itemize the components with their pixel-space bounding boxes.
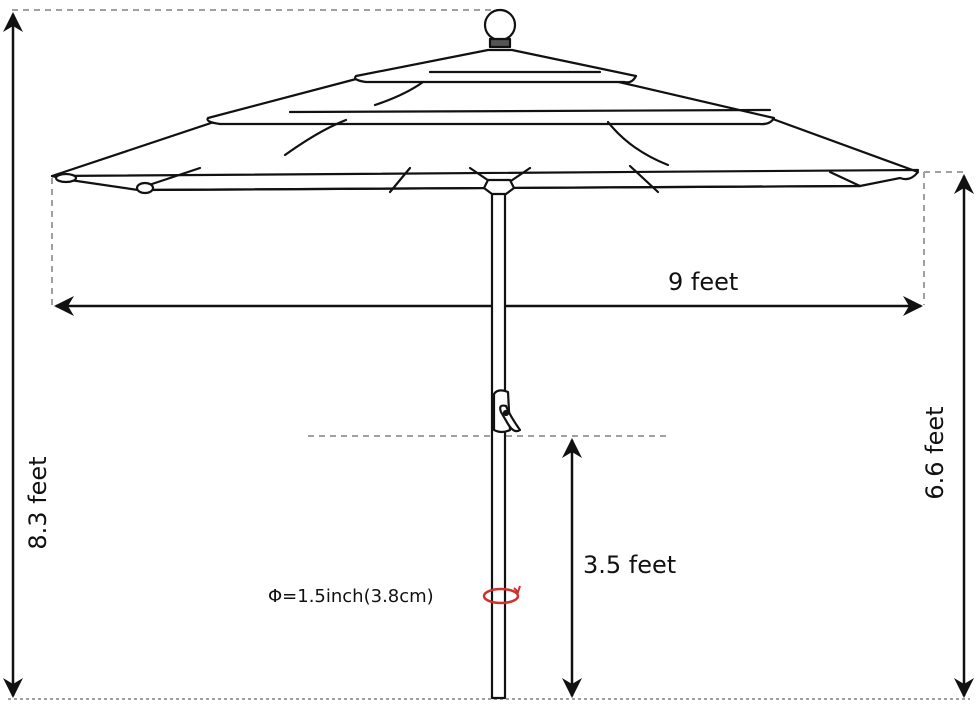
finial-ball-icon [483,8,517,42]
dimension-arrows [3,11,974,698]
upper-canopy [354,48,638,84]
umbrella [50,8,920,700]
canopy-width-label: 9 feet [668,268,739,296]
rotation-arrow-icon [482,585,521,605]
middle-canopy [206,76,776,126]
pole-diameter-label: Φ=1.5inch(3.8cm) [268,586,434,607]
crank-height-label: 3.5 feet [583,551,677,579]
pole [490,188,507,700]
dashed-guides [8,9,970,700]
canopy-clearance-label: 6.6 feet [921,406,949,500]
total-height-label: 8.3 feet [24,456,52,550]
hub [482,178,516,196]
